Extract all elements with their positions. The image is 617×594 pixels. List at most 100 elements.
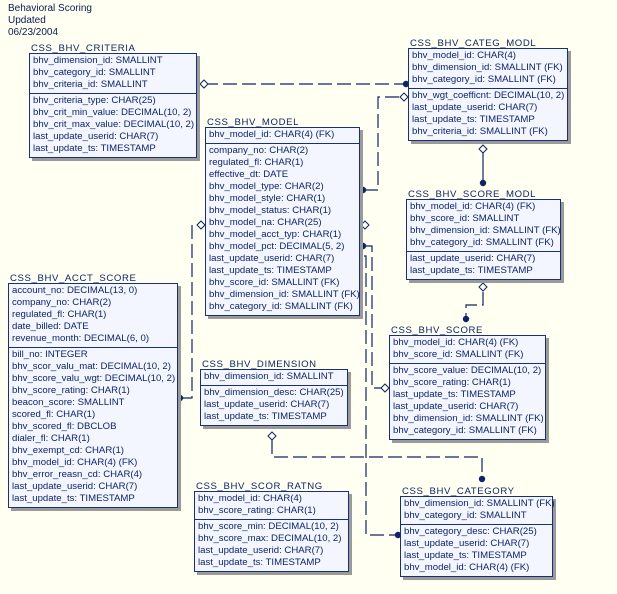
primary-key-section: bhv_model_id: CHAR(4) (FK)bhv_score_id: …	[390, 336, 545, 363]
attribute-column: last_update_ts: TIMESTAMP	[412, 114, 535, 125]
attribute-section: last_update_userid: CHAR(7)last_update_t…	[407, 251, 560, 279]
attribute-column: bhv_score_min: DECIMAL(10, 2)	[198, 521, 339, 532]
attribute-column: bhv_model_id: CHAR(4) (FK)	[404, 562, 530, 573]
rel-acctscore-model	[180, 224, 201, 399]
diagram-status: Updated	[8, 15, 46, 26]
filled-dot-icon	[394, 531, 402, 539]
attribute-column: last_update_ts: TIMESTAMP	[209, 265, 332, 276]
attribute-column: bhv_dimension_id: SMALLINT (FK)	[209, 289, 360, 300]
attribute-column: bhv_dimension_desc: CHAR(25)	[204, 387, 344, 398]
entity-title: CSS_BHV_ACCT_SCORE	[10, 273, 137, 284]
attribute-column: bhv_scored_fl: DBCLOB	[12, 421, 117, 432]
attribute-column: last_update_userid: CHAR(7)	[404, 538, 530, 549]
attribute-column: bhv_category_id: SMALLINT (FK)	[209, 301, 353, 312]
entity-title: CSS_BHV_MODEL	[207, 117, 300, 128]
rel-model-score	[364, 245, 385, 389]
key-column: account_no: DECIMAL(13, 0)	[12, 285, 138, 296]
attribute-column: last_update_userid: CHAR(7)	[33, 131, 159, 142]
attribute-column: dialer_fl: CHAR(1)	[12, 433, 90, 444]
attribute-column: last_update_userid: CHAR(7)	[412, 102, 538, 113]
attribute-column: last_update_userid: CHAR(7)	[410, 253, 536, 264]
primary-key-section: bhv_model_id: CHAR(4)bhv_score_rating: C…	[195, 492, 348, 519]
diamond-icon	[360, 220, 370, 230]
attribute-column: scored_fl: CHAR(1)	[12, 409, 96, 420]
attribute-column: last_update_ts: TIMESTAMP	[33, 143, 156, 154]
attribute-column: bhv_wgt_coefficnt: DECIMAL(10, 2)	[412, 90, 565, 101]
attribute-column: bhv_score_max: DECIMAL(10, 2)	[198, 533, 342, 544]
key-column: bhv_category_id: SMALLINT (FK)	[410, 237, 554, 248]
attribute-column: bhv_score_id: SMALLINT (FK)	[209, 277, 340, 288]
attribute-column: bhv_criteria_type: CHAR(25)	[33, 95, 156, 106]
attribute-column: beacon_score: SMALLINT	[12, 397, 125, 408]
attribute-column: bhv_model_style: CHAR(1)	[209, 193, 326, 204]
key-column: bhv_model_id: CHAR(4)	[412, 50, 516, 61]
attribute-column: bhv_model_status: CHAR(1)	[209, 205, 332, 216]
diamond-icon	[196, 220, 206, 230]
key-column: bhv_score_id: SMALLINT (FK)	[393, 349, 524, 360]
attribute-column: bhv_category_desc: CHAR(25)	[404, 526, 537, 537]
entity-title: CSS_BHV_SCORE	[391, 325, 484, 336]
attribute-column: last_update_userid: CHAR(7)	[12, 481, 138, 492]
key-column: bhv_score_id: SMALLINT	[410, 213, 520, 224]
attribute-column: bhv_score_rating: CHAR(1)	[12, 385, 130, 396]
entity-box: bhv_model_id: CHAR(4)bhv_score_rating: C…	[194, 491, 349, 572]
entity-title: CSS_BHV_CATEG_MODL	[410, 38, 537, 49]
key-column: revenue_month: DECIMAL(6, 0)	[12, 333, 150, 344]
key-column: bhv_criteria_id: SMALLINT	[33, 79, 148, 90]
entity-box: bhv_dimension_id: SMALLINT bhv_dimension_…	[200, 369, 348, 426]
entity-box: account_no: DECIMAL(13, 0)company_no: CH…	[8, 283, 178, 508]
relationship-endpoints	[176, 80, 487, 539]
attribute-section: bhv_score_min: DECIMAL(10, 2)bhv_score_m…	[195, 519, 348, 571]
attribute-column: last_update_userid: CHAR(7)	[393, 401, 519, 412]
key-column: bhv_dimension_id: SMALLINT	[204, 371, 334, 382]
attribute-column: last_update_userid: CHAR(7)	[204, 399, 330, 410]
entity-title: CSS_BHV_SCORE_MODL	[408, 189, 537, 200]
filled-dot-icon	[478, 475, 486, 483]
key-column: bhv_category_id: SMALLINT (FK)	[412, 74, 556, 85]
diamond-icon	[478, 282, 488, 292]
attribute-section: bhv_dimension_desc: CHAR(25)last_update_…	[201, 385, 347, 425]
diamond-icon	[399, 92, 409, 102]
primary-key-section: bhv_model_id: CHAR(4) (FK)bhv_score_id: …	[407, 200, 561, 251]
attribute-column: bhv_model_na: CHAR(25)	[209, 217, 322, 228]
filled-dot-icon	[359, 186, 367, 194]
entity-box: bhv_model_id: CHAR(4) (FK)bhv_score_id: …	[389, 335, 546, 440]
attribute-section: bhv_score_value: DECIMAL(10, 2)bhv_score…	[390, 363, 545, 439]
attribute-section: bhv_wgt_coefficnt: DECIMAL(10, 2)last_up…	[409, 88, 567, 140]
diagram-title: Behavioral Scoring	[8, 3, 92, 14]
attribute-section: company_no: CHAR(2)regulated_fl: CHAR(1)…	[206, 143, 360, 315]
attribute-column: bhv_crit_min_value: DECIMAL(10, 2)	[33, 107, 192, 118]
attribute-column: company_no: CHAR(2)	[209, 145, 309, 156]
key-column: regulated_fl: CHAR(1)	[12, 309, 107, 320]
key-column: bhv_model_id: CHAR(4) (FK)	[393, 337, 519, 348]
key-column: bhv_model_id: CHAR(4) (FK)	[209, 129, 335, 140]
attribute-column: last_update_ts: TIMESTAMP	[410, 265, 533, 276]
key-column: company_no: CHAR(2)	[12, 297, 112, 308]
key-column: bhv_dimension_id: SMALLINT (FK)	[404, 498, 555, 509]
attribute-section: bhv_criteria_type: CHAR(25)bhv_crit_min_…	[30, 93, 196, 157]
attribute-column: bhv_crit_max_value: DECIMAL(10, 2)	[33, 119, 195, 130]
attribute-column: bhv_model_type: CHAR(2)	[209, 181, 324, 192]
entity-box: bhv_model_id: CHAR(4) (FK)bhv_score_id: …	[406, 199, 561, 280]
attribute-column: last_update_ts: TIMESTAMP	[404, 550, 527, 561]
attribute-column: bhv_category_id: SMALLINT (FK)	[393, 425, 537, 436]
diamond-icon	[478, 144, 488, 154]
attribute-column: last_update_ts: TIMESTAMP	[198, 557, 321, 568]
key-column: bhv_score_rating: CHAR(1)	[198, 505, 316, 516]
key-column: date_billed: DATE	[12, 321, 89, 332]
rel-model-category	[364, 255, 396, 536]
filled-dot-icon	[359, 242, 367, 250]
